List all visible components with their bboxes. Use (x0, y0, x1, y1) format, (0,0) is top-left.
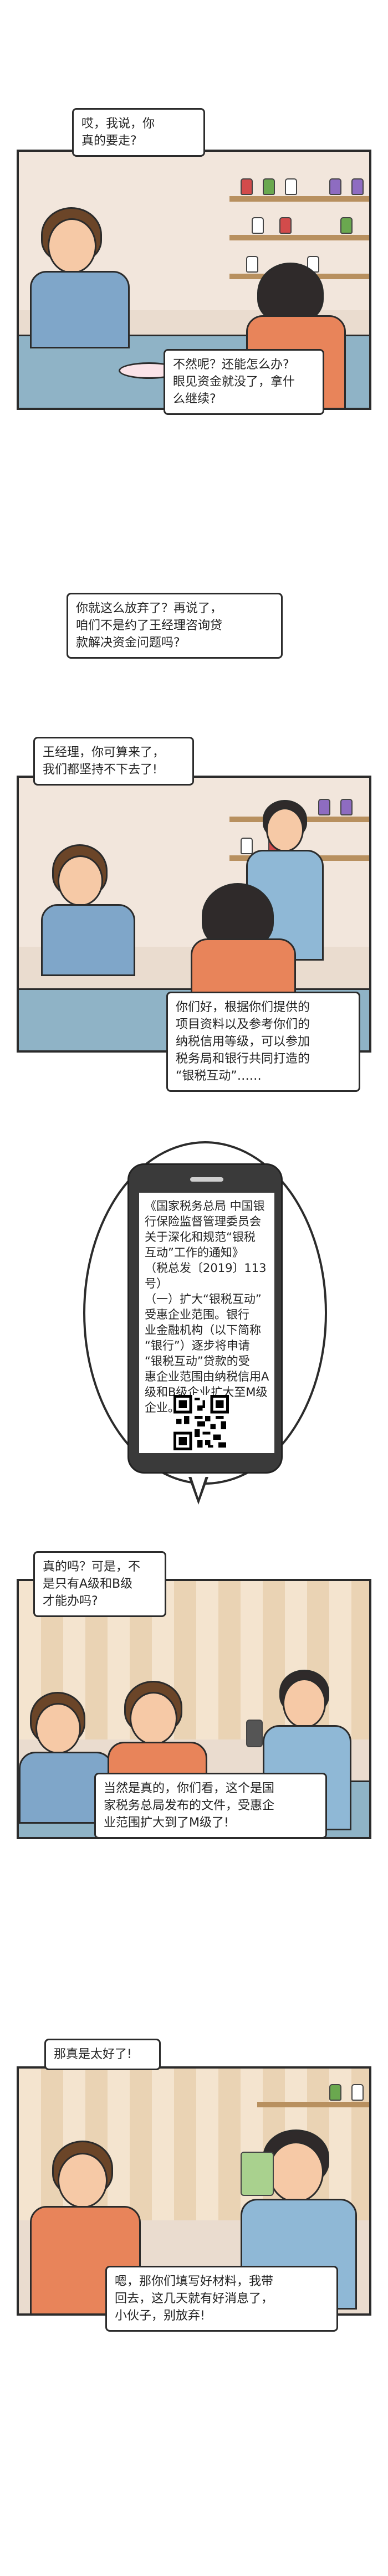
speech-bubble: 哎，我说，你 真的要走? (72, 108, 205, 157)
manager-face (266, 808, 304, 852)
jar-icon (351, 178, 364, 195)
jar-icon (329, 2084, 341, 2101)
speech-bubble: 你就这么放弃了？再说了， 咱们不是约了王经理咨询贷 款解决资金问题吗? (67, 593, 283, 659)
phone-in-hand-icon (246, 1720, 263, 1747)
phone-speech-bubble: 《国家税务总局 中国银 行保险监督管理委员会 关于深化和规范“银税 互动”工作的… (83, 1141, 327, 1507)
manager-face (268, 2142, 324, 2203)
woman-face (58, 855, 103, 906)
policy-notice-text: 《国家税务总局 中国银 行保险监督管理委员会 关于深化和规范“银税 互动”工作的… (145, 1199, 269, 1414)
speech-bubble: 嗯，那你们填写好材料，我带 回去，这几天就有好消息了， 小伙子，别放弃! (105, 2266, 338, 2332)
smartphone-icon: 《国家税务总局 中国银 行保险监督管理委员会 关于深化和规范“银税 互动”工作的… (127, 1163, 283, 1474)
jar-icon (246, 256, 258, 273)
speech-bubble: 不然呢？还能怎么办? 眼见资金就没了，拿什 么继续? (164, 349, 324, 415)
jar-icon (285, 178, 297, 195)
speech-bubble: 王经理，你可算来了， 我们都坚持不下去了! (33, 737, 194, 786)
jar-icon (340, 217, 353, 234)
bubble-tail-fill (191, 1475, 206, 1498)
drink-cup-icon (241, 2152, 274, 2196)
speech-bubble: 真的吗？可是，不 是只有A级和B级 才能办吗? (33, 1551, 166, 1617)
jar-icon (340, 799, 353, 815)
speech-bubble: 当然是真的，你们看，这个是国 家税务总局发布的文件，受惠企 业范围扩大到了M级了… (94, 1773, 327, 1839)
jar-icon (241, 838, 253, 854)
woman-face (35, 1703, 81, 1754)
jar-icon (329, 178, 341, 195)
phone-screen: 《国家税务总局 中国银 行保险监督管理委员会 关于深化和规范“银税 互动”工作的… (139, 1193, 274, 1453)
jar-icon (241, 178, 253, 195)
shelf (257, 2102, 369, 2107)
woman-shirt (41, 904, 135, 976)
jar-icon (252, 217, 264, 234)
shelf (229, 196, 369, 202)
qr-code-icon (173, 1395, 229, 1450)
phone-speaker (190, 1177, 223, 1182)
young-man-face (130, 1692, 177, 1745)
jar-icon (351, 2084, 364, 2101)
speech-bubble: 那真是太好了! (44, 2039, 161, 2070)
jar-icon (318, 799, 330, 815)
speech-bubble: 你们好，根据你们提供的 项目资料以及参考你们的 纳税信用等级，可以参加 税务局和… (166, 992, 360, 1092)
jar-icon (263, 178, 275, 195)
jar-icon (279, 217, 292, 234)
manager-face (283, 1679, 326, 1728)
woman-face (48, 218, 96, 274)
woman-shirt (30, 271, 130, 348)
young-man-face (58, 2153, 108, 2208)
man-hair (257, 263, 324, 324)
shelf (229, 235, 369, 240)
